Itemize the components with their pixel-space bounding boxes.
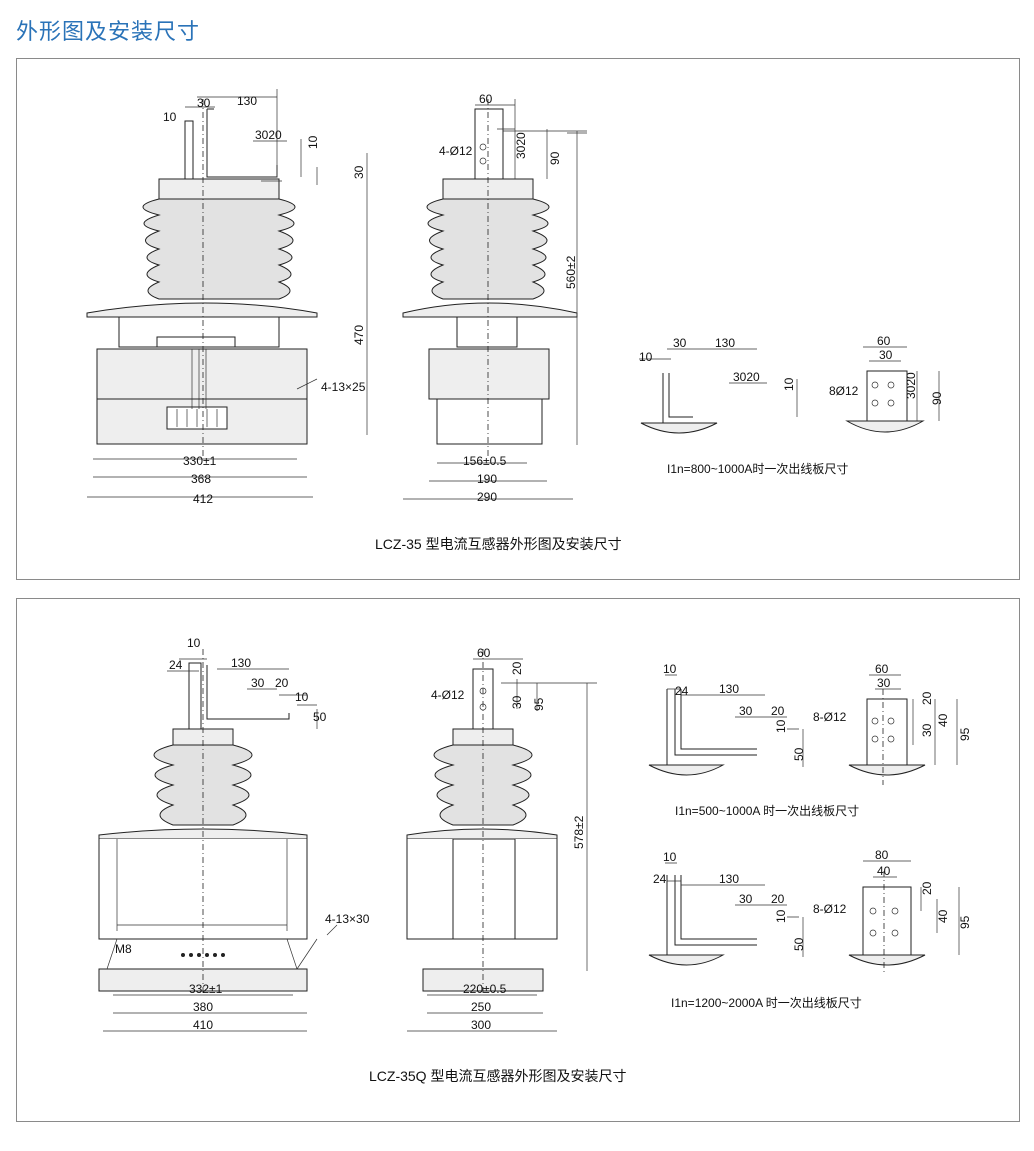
qa-dim-30c: 30: [920, 723, 934, 737]
qb-dim-20b: 20: [920, 881, 934, 895]
qa-dim-95: 95: [958, 727, 972, 741]
qa-dim-24: 24: [675, 684, 689, 698]
lcz35q-caption: LCZ-35Q 型电流互感器外形图及安装尺寸: [369, 1068, 626, 1084]
side-dim-60: 60: [479, 92, 493, 106]
qa-dim-20: 20: [771, 704, 785, 718]
q-dim-50: 50: [313, 710, 327, 724]
lcz35q-front-view: 10 24 130 30 20 10 50 4-13×30 M8 332±1 3…: [98, 636, 370, 1032]
qa-dim-40: 40: [936, 713, 950, 727]
qb-dim-10: 10: [663, 850, 677, 864]
det-dim-10-vert: 10: [782, 377, 796, 391]
det-dim-130: 130: [715, 336, 735, 350]
dim-368: 368: [191, 472, 211, 486]
det-dim-10: 10: [639, 350, 653, 364]
dim-130: 130: [237, 94, 257, 108]
det-dim-90: 90: [930, 391, 944, 405]
lcz35-drawing: 10 30 130 3020 10 30 470 4-13×25 330±1 3…: [86, 89, 944, 552]
lcz35q-side-view: 60 20 4-Ø12 30 95 578±2 220±0.5 250 300: [406, 646, 597, 1032]
qb-dim-50: 50: [792, 937, 806, 951]
q-label-m8: M8: [115, 942, 132, 956]
q-dim-410: 410: [193, 1018, 213, 1032]
q-dim-30: 30: [251, 676, 265, 690]
q-side-dim-30: 30: [510, 695, 524, 709]
det-note: I1n=800~1000A时一次出线板尺寸: [667, 462, 848, 476]
det-dim-30b: 30: [879, 348, 893, 362]
q-side-dim-250: 250: [471, 1000, 491, 1014]
dim-412: 412: [193, 492, 213, 506]
q-side-dim-578: 578±2: [572, 815, 586, 849]
lcz35q-drawing: 10 24 130 30 20 10 50 4-13×30 M8 332±1 3…: [98, 636, 972, 1084]
qb-dim-20: 20: [771, 892, 785, 906]
qb-note: I1n=1200~2000A 时一次出线板尺寸: [671, 996, 862, 1010]
lcz35q-terminal-detail-b: 10 24 130 30 20 10 50 80 40 20 8-Ø12 40 …: [648, 848, 972, 1010]
qa-dim-30: 30: [739, 704, 753, 718]
qb-dim-30: 30: [739, 892, 753, 906]
q-side-dim-300: 300: [471, 1018, 491, 1032]
qb-dim-40b: 40: [936, 909, 950, 923]
lcz35-side-view: 60 4-Ø12 3020 90 560±2 156±0.5 190 290: [402, 92, 587, 504]
side-dim-290: 290: [477, 490, 497, 504]
dim-3020: 3020: [255, 128, 282, 142]
qa-dim-20b: 20: [920, 691, 934, 705]
q-dim-slot: 4-13×30: [325, 912, 370, 926]
qb-dim-40: 40: [877, 864, 891, 878]
q-dim-10: 10: [187, 636, 201, 650]
qa-dim-130: 130: [719, 682, 739, 696]
lcz35-drawing-panel: 10 30 130 3020 10 30 470 4-13×25 330±1 3…: [16, 58, 1020, 580]
dim-30-vert: 30: [352, 165, 366, 179]
q-dim-380: 380: [193, 1000, 213, 1014]
q-side-dim-20: 20: [510, 661, 524, 675]
qb-dim-24: 24: [653, 872, 667, 886]
qb-dim-holes: 8-Ø12: [813, 902, 847, 916]
lcz35-terminal-detail: 10 30 130 3020 10 60 30 8Ø12 3020 90 I1n…: [639, 334, 944, 476]
qa-dim-10: 10: [663, 662, 677, 676]
qa-dim-60: 60: [875, 662, 889, 676]
dim-10: 10: [163, 110, 177, 124]
side-dim-560: 560±2: [564, 255, 578, 289]
qa-dim-10b: 10: [774, 719, 788, 733]
q-side-dim-60: 60: [477, 646, 491, 660]
qb-dim-95: 95: [958, 915, 972, 929]
q-dim-10b: 10: [295, 690, 309, 704]
lcz35q-terminal-detail-a: 10 24 130 30 20 10 50 60 30 20 8-Ø12 30 …: [648, 662, 972, 818]
q-dim-24: 24: [169, 658, 183, 672]
dim-470: 470: [352, 325, 366, 345]
q-dim-130: 130: [231, 656, 251, 670]
page-title: 外形图及安装尺寸: [16, 20, 201, 45]
front-sheds: [142, 198, 296, 300]
side-dim-holes: 4-Ø12: [439, 144, 473, 158]
det-dim-3020b: 3020: [904, 372, 918, 399]
dim-30: 30: [197, 96, 211, 110]
det-dim-3020: 3020: [733, 370, 760, 384]
qa-note: I1n=500~1000A 时一次出线板尺寸: [675, 804, 859, 818]
det-dim-60: 60: [877, 334, 891, 348]
dim-slot: 4-13×25: [321, 380, 366, 394]
q-side-dim-95: 95: [532, 697, 546, 711]
qb-dim-80: 80: [875, 848, 889, 862]
lcz35-front-view: 10 30 130 3020 10 30 470 4-13×25 330±1 3…: [86, 89, 368, 506]
dim-330: 330±1: [183, 454, 217, 468]
qa-dim-30b: 30: [877, 676, 891, 690]
side-dim-90: 90: [548, 151, 562, 165]
q-dim-332: 332±1: [189, 982, 223, 996]
qa-dim-holes: 8-Ø12: [813, 710, 847, 724]
dim-10-vert: 10: [306, 135, 320, 149]
q-side-dim-220: 220±0.5: [463, 982, 507, 996]
q-dim-20: 20: [275, 676, 289, 690]
qb-dim-10b: 10: [774, 909, 788, 923]
side-dim-190: 190: [477, 472, 497, 486]
lcz35q-drawing-panel: 10 24 130 30 20 10 50 4-13×30 M8 332±1 3…: [16, 598, 1020, 1122]
qa-dim-50: 50: [792, 747, 806, 761]
det-dim-holes: 8Ø12: [829, 384, 859, 398]
q-side-dim-holes: 4-Ø12: [431, 688, 465, 702]
side-dim-156: 156±0.5: [463, 454, 507, 468]
qb-dim-130: 130: [719, 872, 739, 886]
side-dim-3020: 3020: [514, 132, 528, 159]
det-dim-30: 30: [673, 336, 687, 350]
lcz35-caption: LCZ-35 型电流互感器外形图及安装尺寸: [375, 536, 622, 552]
